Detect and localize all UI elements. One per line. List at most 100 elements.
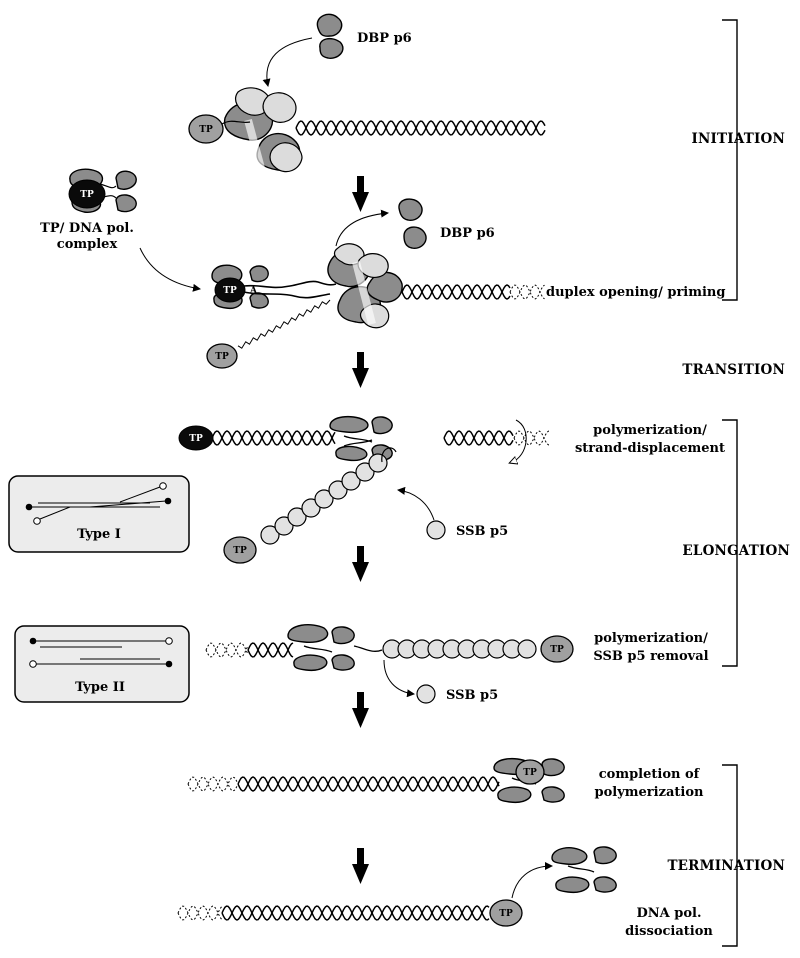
rotation-arrow (512, 419, 527, 462)
tp-label: TP (199, 125, 213, 135)
helix-elongation-2-strand-a (247, 642, 294, 658)
tp-parental-elongation (223, 536, 257, 564)
helix-elongation-1-left-strand-a (211, 430, 336, 446)
label-polymerization-1a: polymerization/ (593, 423, 707, 438)
label-type-i: Type I (77, 527, 121, 542)
dnapol-elongation-1 (329, 415, 393, 462)
tp-label: TP (523, 768, 537, 778)
helix-priming-melt-strand-b (509, 284, 545, 300)
ssb-chain-1-bead-8 (355, 462, 375, 482)
label-dissociation-2: dissociation (625, 924, 713, 939)
tp-label: TP (189, 434, 203, 444)
primer-a-label: A (249, 286, 258, 296)
ssb-coated-strand (260, 447, 397, 545)
helix-initiation-strand-a (295, 120, 546, 136)
dnapol-primer-complex: TP A (211, 264, 337, 310)
tp-parental (206, 343, 238, 369)
ssb-chain-1-bead-1 (260, 525, 280, 545)
arrow-dissociation (511, 862, 553, 899)
tp-label: TP (215, 352, 229, 362)
arrow-ssb-release (383, 659, 415, 698)
helix-priming-strand-b (401, 284, 511, 300)
tp-label: TP (80, 190, 94, 200)
dnapol-dissociated (551, 846, 617, 894)
label-dissociation-1: DNA pol. (637, 906, 702, 921)
helix-elongation-1-melt-strand-b (513, 430, 551, 446)
helix-elongation-1-left-strand-b (211, 430, 336, 446)
label-dbp-released: DBP p6 (440, 226, 495, 241)
step-arrow-2 (352, 352, 369, 388)
helix-elongation-1-right-strand-b (443, 430, 514, 446)
dna-helices (177, 120, 551, 921)
tp-final (489, 899, 523, 927)
type-ii-box (14, 625, 190, 703)
label-dbp-top: DBP p6 (357, 31, 412, 46)
ssb-chain-1-bead-2 (274, 516, 294, 536)
step-arrow-4 (352, 692, 369, 728)
label-polymerization-1b: strand-displacement (575, 441, 725, 456)
tp-label: TP (223, 286, 237, 296)
step-arrow-1 (352, 176, 369, 212)
helix-elongation-1-right-strand-a (443, 430, 514, 446)
label-type-ii: Type II (75, 680, 125, 695)
helix-elongation-2-strand-b (247, 642, 294, 658)
helix-final-strand-a (221, 905, 490, 921)
bracket-elongation (722, 419, 738, 667)
ssb-chain-1-bead-5 (314, 489, 334, 509)
dbp-p6-released (398, 198, 427, 249)
stage-brackets (722, 19, 738, 947)
label-ssb-bind: SSB p5 (456, 524, 508, 539)
arrow-dbp-bind (262, 37, 313, 87)
step-arrow-5 (352, 848, 369, 884)
label-polymerization-2b: SSB p5 removal (593, 649, 708, 664)
helix-elongation-2-new-strand-b (205, 642, 249, 658)
stage-termination: TERMINATION (667, 858, 785, 874)
step-arrows (352, 176, 369, 884)
tp-label: TP (499, 909, 513, 919)
helix-completion-strand-a (237, 776, 500, 792)
ssdna-strand (237, 299, 331, 349)
tp-label: TP (233, 546, 247, 556)
tp-label: TP (550, 645, 564, 655)
ssb-coated-strand-2 (382, 639, 537, 659)
label-tp-pol-1: TP/ DNA pol. (40, 221, 134, 236)
label-ssb-release: SSB p5 (446, 688, 498, 703)
ssb-chain-1-bead-4 (301, 498, 321, 518)
label-tp-pol-2: complex (57, 237, 118, 252)
helix-completion-new-strand-a (187, 776, 238, 792)
dbp-complex-2 (327, 243, 403, 329)
dbp-origin-complex (223, 87, 303, 174)
helix-final-strand-b (221, 905, 490, 921)
label-completion-1: completion of (599, 767, 701, 782)
dnapol-elongation-2 (287, 624, 383, 672)
bracket-initiation (722, 19, 738, 301)
stage-elongation: ELONGATION (682, 543, 790, 559)
step-arrow-3 (352, 546, 369, 582)
helix-completion-strand-b (237, 776, 500, 792)
arrow-complex-bind (139, 247, 201, 292)
helix-elongation-2-new-strand-a (205, 642, 249, 658)
tp-initiation (188, 114, 224, 144)
label-polymerization-2a: polymerization/ (594, 631, 708, 646)
tp-parental-right (540, 635, 574, 663)
label-completion-2: polymerization (595, 785, 704, 800)
helix-initiation-strand-b (295, 120, 546, 136)
helix-elongation-1-melt-strand-a (513, 430, 551, 446)
arrow-dbp-release (335, 209, 389, 247)
ssb-chain-1-bead-6 (328, 480, 348, 500)
type-i-box (8, 475, 190, 553)
helix-priming-melt-strand-a (509, 284, 545, 300)
helix-completion-new-strand-b (187, 776, 238, 792)
ssb-chain-1-bead-3 (287, 507, 307, 527)
ssb-chain-2-bead-10 (517, 639, 537, 659)
ssb-p5-free (426, 520, 446, 540)
ssb-chain-1-link (381, 447, 397, 463)
stage-transition: TRANSITION (682, 362, 785, 378)
dnapol-completion: TP (493, 757, 565, 804)
stage-initiation: INITIATION (691, 131, 785, 147)
ssb-chain-1-bead-9 (368, 453, 388, 473)
label-duplex-opening: duplex opening/ priming (546, 285, 725, 300)
arrow-ssb-bind (397, 486, 435, 521)
